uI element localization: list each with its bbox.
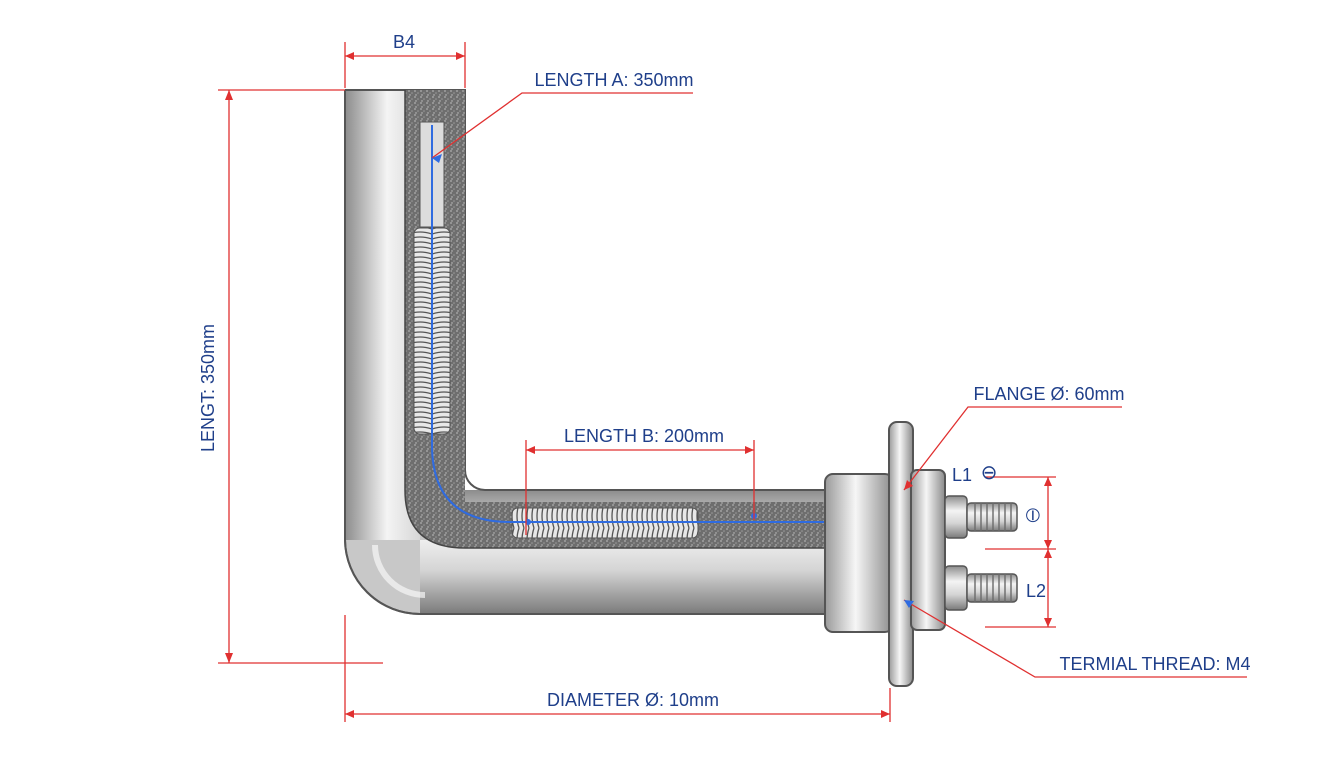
housing: [824, 473, 894, 633]
cutaway-section: [404, 90, 825, 549]
terminal-2-label: L2: [1026, 581, 1046, 601]
flange-assembly: [824, 421, 1018, 687]
diameter-label: DIAMETER Ø: 10mm: [547, 690, 719, 710]
flange-collar: [910, 469, 946, 631]
vertical-length-label: LENGT: 350mm: [198, 324, 218, 452]
terminal-mid-symbol: ⦶: [1026, 503, 1041, 527]
flange-plate: [888, 421, 914, 687]
flange-label: FLANGE Ø: 60mm: [973, 384, 1124, 404]
terminal-1-label: L1: [952, 465, 972, 485]
dimension-lines: [218, 42, 1247, 722]
top-width-label: B4: [393, 32, 415, 52]
length-a-label: LENGTH A: 350mm: [534, 70, 693, 90]
labels: B4 LENGTH A: 350mm LENGT: 350mm LENGTH B…: [198, 32, 1251, 710]
terminal-thread-label: TERMIAL THREAD: M4: [1059, 654, 1250, 674]
terminal-1-symbol: ⊖: [981, 460, 998, 484]
conductor-wire: [431, 125, 825, 523]
length-b-label: LENGTH B: 200mm: [564, 426, 724, 446]
